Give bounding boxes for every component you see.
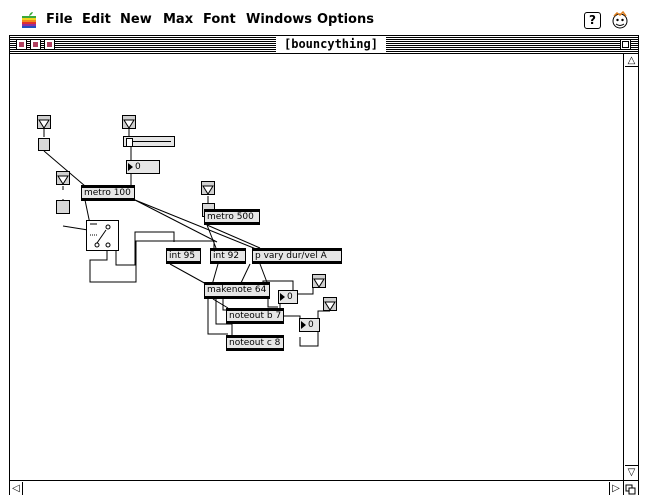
noteout-b-7-label: noteout b 7 (229, 311, 282, 321)
switch-icon (90, 223, 111, 248)
number-box-arrow-icon (128, 163, 133, 171)
resize-grow-box-icon[interactable] (623, 480, 638, 495)
toggle-box-1[interactable] (38, 138, 50, 151)
number-box-1[interactable]: 0 (126, 160, 160, 174)
noteout-b-7-object[interactable]: noteout b 7 (226, 308, 284, 324)
application-icon[interactable] (611, 11, 629, 30)
number-box-3[interactable]: 0 (299, 318, 320, 332)
metro-100-object[interactable]: metro 100 (81, 185, 135, 201)
toggle-button-2[interactable] (122, 115, 136, 129)
menu-edit[interactable]: Edit (82, 12, 111, 27)
window-title-bar[interactable]: [bouncything] (10, 36, 638, 54)
noteout-c-8-label: noteout c 8 (229, 338, 281, 348)
toggle-triangle-icon (313, 278, 325, 288)
toggle-box-2[interactable] (56, 200, 70, 214)
window-title: [bouncything] (276, 36, 386, 53)
horizontal-scrollbar[interactable]: ◁ ▷ (10, 480, 623, 495)
zoom-box-icon[interactable] (620, 39, 631, 50)
number-box-2[interactable]: 0 (278, 290, 298, 304)
metro-500-label: metro 500 (207, 212, 254, 222)
gswitch-object[interactable] (86, 220, 119, 251)
number-box-value: 0 (287, 292, 293, 302)
metro-500-object[interactable]: metro 500 (204, 209, 260, 225)
menu-options[interactable]: Options (317, 12, 374, 27)
vertical-scrollbar[interactable]: △ ▽ (623, 54, 638, 480)
menu-max[interactable]: Max (163, 12, 194, 27)
menu-font[interactable]: Font (203, 12, 236, 27)
patcher-window: [bouncything] (9, 35, 639, 495)
int-92-label: int 92 (213, 251, 240, 261)
slider-knob[interactable] (126, 138, 133, 147)
int-92-object[interactable]: int 92 (210, 248, 246, 264)
help-icon[interactable]: ? (584, 12, 601, 29)
patch-cords (43, 128, 330, 347)
menu-bar: File Edit New Max Font Windows Options ? (0, 0, 648, 36)
int-95-object[interactable]: int 95 (166, 248, 201, 264)
p-vary-label: p vary dur/vel A (255, 251, 327, 261)
makenote-object[interactable]: makenote 64 (204, 282, 270, 299)
menu-file[interactable]: File (46, 12, 73, 27)
number-box-arrow-icon (301, 321, 306, 329)
scroll-right-arrow-icon[interactable]: ▷ (609, 482, 622, 495)
menu-new[interactable]: New (120, 12, 152, 27)
apple-menu-icon[interactable] (22, 12, 36, 28)
toggle-triangle-icon (57, 175, 69, 185)
noteout-c-8-object[interactable]: noteout c 8 (226, 335, 284, 351)
toggle-triangle-icon (38, 119, 50, 129)
toggle-triangle-icon (123, 119, 135, 129)
scroll-down-arrow-icon[interactable]: ▽ (625, 465, 638, 478)
scroll-up-arrow-icon[interactable]: △ (625, 54, 638, 67)
menu-windows[interactable]: Windows (246, 12, 313, 27)
patch-canvas[interactable]: 0 metro 100 metro 500 (10, 54, 623, 480)
p-vary-object[interactable]: p vary dur/vel A (252, 248, 342, 264)
metro-100-label: metro 100 (84, 188, 131, 198)
toggle-triangle-icon (324, 301, 336, 311)
number-box-value: 0 (135, 162, 141, 172)
int-95-label: int 95 (169, 251, 196, 261)
close-box-icon[interactable] (16, 39, 27, 50)
scroll-left-arrow-icon[interactable]: ◁ (10, 482, 23, 495)
grow-box-icon (625, 484, 636, 495)
toggle-button-5[interactable] (312, 274, 326, 288)
toggle-button-3[interactable] (56, 171, 70, 185)
toggle-button-4[interactable] (201, 181, 215, 195)
lock-box-icon[interactable] (30, 39, 41, 50)
toggle-button-1[interactable] (37, 115, 51, 129)
toggle-triangle-icon (202, 185, 214, 195)
window-box-icon[interactable] (44, 39, 55, 50)
slider-track (133, 141, 171, 142)
toggle-button-6[interactable] (323, 297, 337, 311)
makenote-label: makenote 64 (207, 285, 267, 295)
number-box-value: 0 (308, 320, 314, 330)
horizontal-slider[interactable] (123, 136, 175, 147)
number-box-arrow-icon (280, 293, 285, 301)
